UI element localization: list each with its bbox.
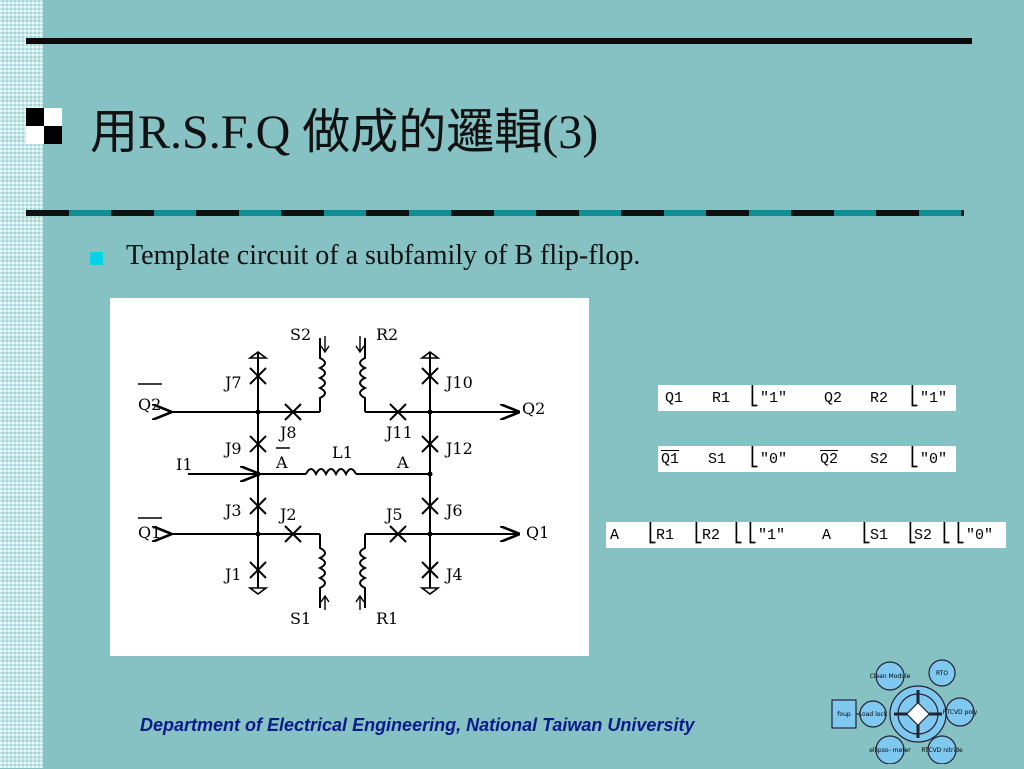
eq1-bracket-2: ⎣: [910, 388, 919, 408]
label-s1: S1: [290, 609, 311, 628]
label-q2-bar: Q2: [138, 395, 161, 414]
eq3-bracket-8: ⎣: [956, 525, 965, 545]
label-j8: J8: [278, 423, 297, 442]
equation-row-2: Q1 S1 ⎣ "0" Q2 S2 ⎣ "0": [658, 446, 956, 472]
eq3-s2: S2: [914, 527, 933, 544]
eq3-bracket-2: ⎣: [694, 525, 703, 545]
eq2-v1: "0": [760, 451, 788, 468]
label-j11: J11: [384, 423, 413, 442]
eq1-v1: "1": [760, 390, 788, 407]
label-i1: I1: [176, 455, 193, 474]
slide-title: 用R.S.F.Q 做成的邏輯(3): [90, 106, 599, 159]
label-a-bar: A: [275, 453, 288, 472]
label-j5: J5: [384, 505, 403, 524]
eq2-v2: "0": [920, 451, 948, 468]
label-j12: J12: [444, 439, 473, 458]
eq1-r2: R2: [870, 390, 889, 407]
title-bullet-icon: [26, 108, 62, 144]
top-rule: [26, 38, 972, 44]
label-j10: J10: [444, 373, 473, 392]
logo-rtcvd-nitride: RTCVD nitride: [921, 747, 963, 754]
circuit-diagram: S2 R2 J7 J10 Q2 Q2 J8 J11 J9 J12 A A L1 …: [110, 298, 589, 656]
label-j6: J6: [444, 501, 463, 520]
label-q1: Q1: [526, 523, 549, 542]
bullet-square-icon: [90, 252, 103, 265]
eq2-q1: Q1: [661, 451, 680, 468]
eq3-bracket-7: ⎣: [942, 525, 951, 545]
label-j7: J7: [223, 373, 242, 392]
eq3-s1: S1: [870, 527, 889, 544]
footer-text: Department of Electrical Engineering, Na…: [140, 715, 695, 735]
label-r1: R1: [376, 609, 398, 628]
label-l1: L1: [332, 443, 353, 462]
dashed-rule: [26, 210, 964, 216]
label-a: A: [396, 453, 409, 472]
logo-rtcvd-poly: RTCVD poly: [943, 709, 978, 716]
logo-clean-module: Clean Module: [870, 673, 911, 680]
eq3-r1: R1: [656, 527, 675, 544]
logo-rto: RTO: [936, 670, 948, 677]
equation-row-3: A ⎣ R1 ⎣ R2 ⎣ ⎣ "1" A ⎣ S1 ⎣ S2 ⎣ ⎣ "0": [606, 522, 1006, 548]
eq3-v1: "1": [758, 527, 786, 544]
eq3-v2: "0": [966, 527, 994, 544]
cluster-tool-logo: Clean Module RTO Load lock RTCVD poly fo…: [830, 656, 980, 765]
eq1-q1: Q1: [665, 390, 684, 407]
label-j3: J3: [223, 501, 242, 520]
eq2-q2: Q2: [820, 451, 839, 468]
label-j4: J4: [444, 565, 463, 584]
logo-load-lock: Load lock: [859, 711, 888, 718]
eq3-bracket-3: ⎣: [734, 525, 743, 545]
eq3-a2: A: [822, 527, 832, 544]
eq3-bracket-5: ⎣: [862, 525, 871, 545]
logo-ellipsometer: ellipso- meter: [869, 747, 911, 754]
label-j2: J2: [278, 505, 297, 524]
logo-foup: foup: [837, 711, 851, 718]
eq2-bracket-2: ⎣: [910, 449, 919, 469]
eq3-a1: A: [610, 527, 620, 544]
eq1-q2: Q2: [824, 390, 843, 407]
label-q2: Q2: [522, 399, 545, 418]
eq1-r1: R1: [712, 390, 731, 407]
eq2-bracket-1: ⎣: [750, 449, 759, 469]
eq3-r2: R2: [702, 527, 721, 544]
eq2-s1: S1: [708, 451, 727, 468]
bullet-text: Template circuit of a subfamily of B fli…: [126, 240, 641, 271]
eq2-s2: S2: [870, 451, 889, 468]
eq3-bracket-6: ⎣: [908, 525, 917, 545]
eq1-bracket-1: ⎣: [750, 388, 759, 408]
equation-row-1: Q1 R1 ⎣ "1" Q2 R2 ⎣ "1": [658, 385, 956, 411]
eq3-bracket-1: ⎣: [648, 525, 657, 545]
label-j9: J9: [223, 439, 242, 458]
eq3-bracket-4: ⎣: [748, 525, 757, 545]
label-j1: J1: [223, 565, 242, 584]
label-r2: R2: [376, 325, 398, 344]
label-q1-bar: Q1: [138, 523, 161, 542]
label-s2: S2: [290, 325, 311, 344]
eq1-v2: "1": [920, 390, 948, 407]
